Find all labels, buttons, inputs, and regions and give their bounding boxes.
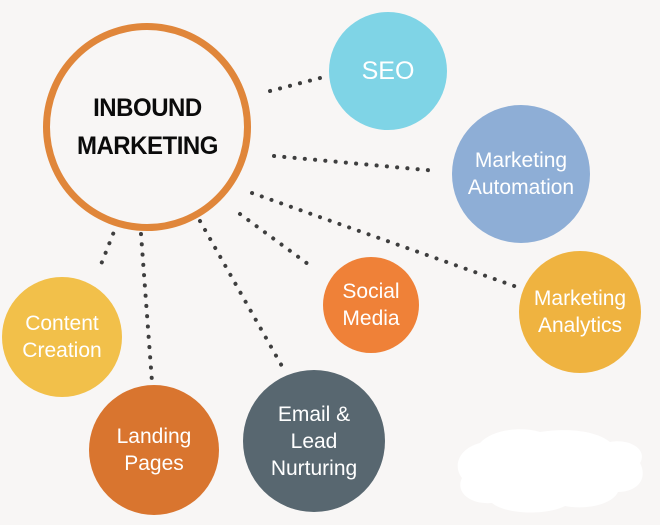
node-social-media: Social Media xyxy=(323,257,419,353)
center-label-line1: INBOUND xyxy=(92,94,202,122)
node-email-lead-nurturing-label: Email & Lead Nurturing xyxy=(271,401,357,482)
label-line: Analytics xyxy=(537,314,622,337)
node-marketing-automation-label: Marketing Automation xyxy=(468,147,574,201)
connector-center-to-seo xyxy=(268,76,322,93)
node-marketing-analytics: Marketing Analytics xyxy=(519,251,641,373)
label-line: Email & xyxy=(277,402,351,426)
center-node-inbound-marketing: INBOUND MARKETING xyxy=(43,23,251,231)
center-label-line2: MARKETING xyxy=(76,132,218,160)
label-line: Marketing xyxy=(533,287,627,310)
label-line: Landing xyxy=(116,425,192,448)
erased-watermark-patch xyxy=(457,429,643,513)
node-landing-pages-label: Landing Pages xyxy=(117,423,192,477)
connector-center-to-marketing-automation xyxy=(272,154,439,173)
node-email-lead-nurturing: Email & Lead Nurturing xyxy=(243,370,385,512)
node-social-media-label: Social Media xyxy=(342,278,399,332)
connector-center-to-email-lead-nurturing xyxy=(198,219,285,370)
node-content-creation: Content Creation xyxy=(2,277,122,397)
connector-center-to-social-media xyxy=(238,212,314,269)
label-line: Creation xyxy=(22,339,102,362)
connector-center-to-content-creation xyxy=(98,222,119,269)
node-seo: SEO xyxy=(329,12,447,130)
node-marketing-analytics-label: Marketing Analytics xyxy=(534,285,626,339)
connector-center-to-landing-pages xyxy=(139,232,154,384)
label-line: Media xyxy=(342,307,400,330)
node-content-creation-label: Content Creation xyxy=(22,310,101,364)
label-line: Automation xyxy=(467,176,575,199)
node-marketing-automation: Marketing Automation xyxy=(452,105,590,243)
label-line: Marketing xyxy=(474,149,568,172)
label-line: Content xyxy=(25,312,99,335)
center-node-label: INBOUND MARKETING xyxy=(76,89,217,165)
node-seo-label: SEO xyxy=(361,56,415,85)
node-landing-pages: Landing Pages xyxy=(89,385,219,515)
label-line: Pages xyxy=(124,452,184,475)
label-line: Social xyxy=(342,280,400,303)
label-line: Nurturing xyxy=(270,456,358,480)
label-line: Lead xyxy=(290,429,338,453)
